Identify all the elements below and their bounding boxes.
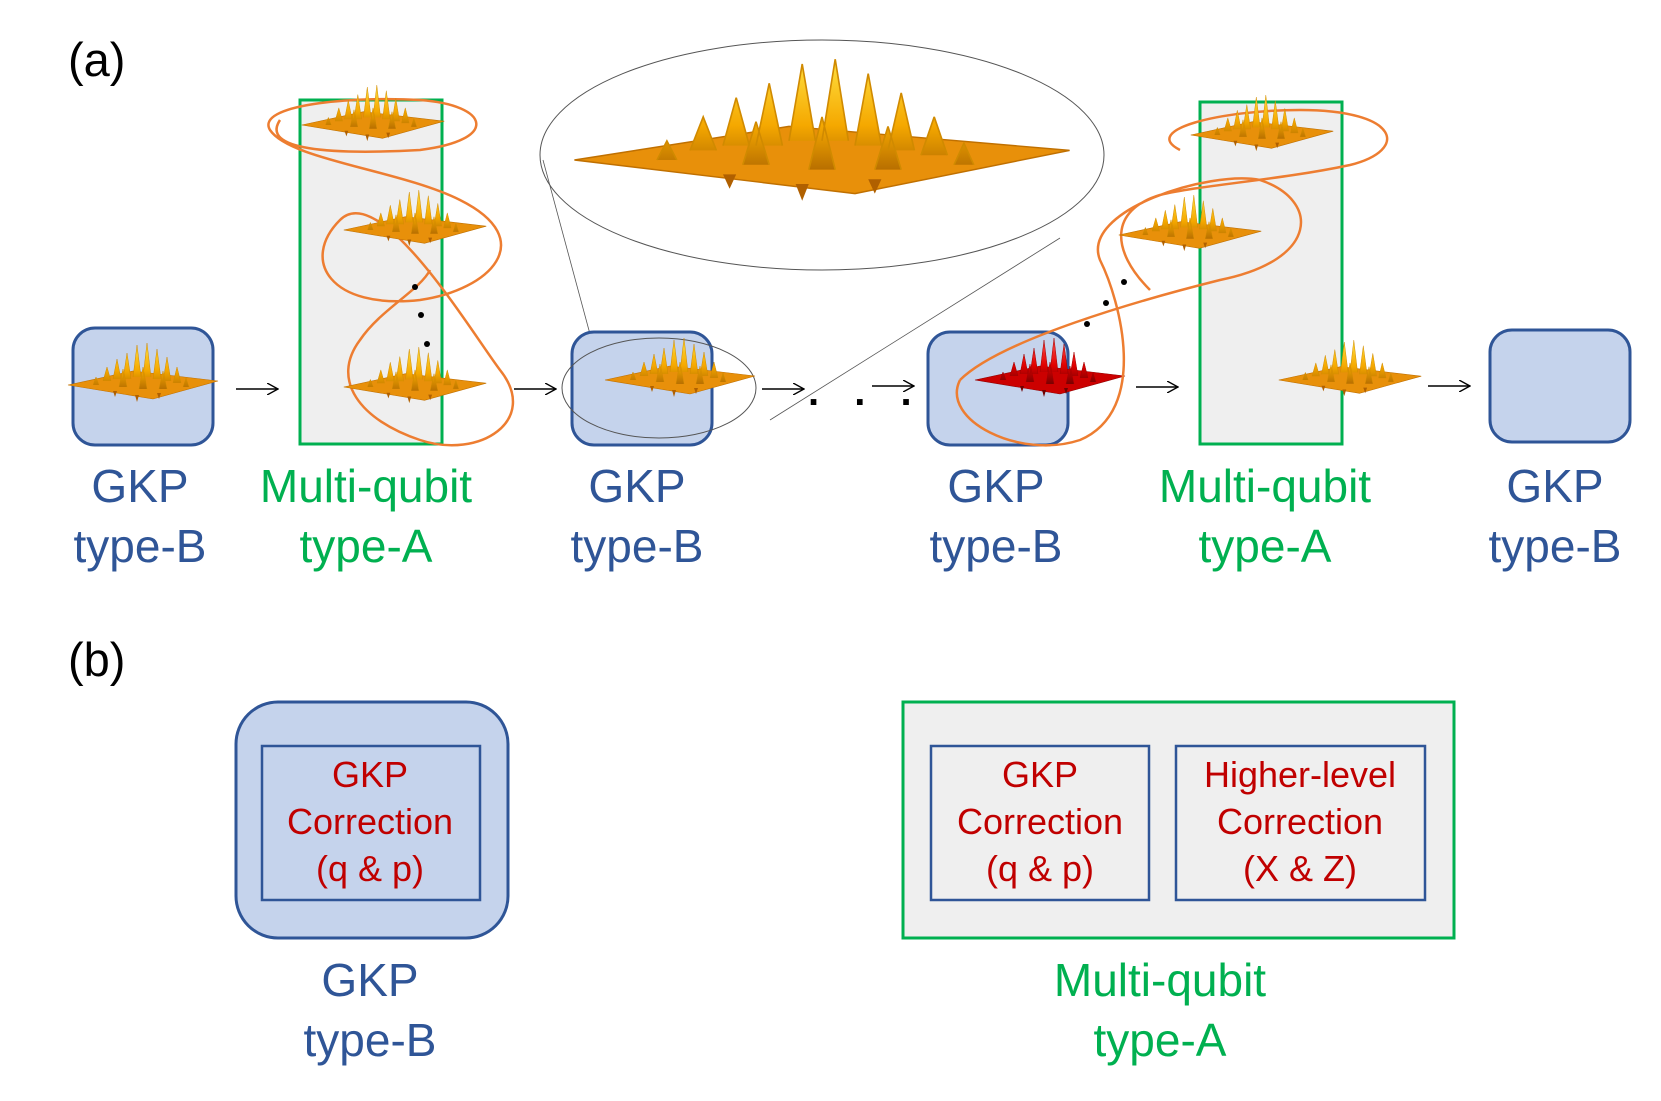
stage-5-line2: type-A <box>1199 520 1332 572</box>
higher-level-correction-line1: Higher-level <box>1204 754 1396 795</box>
stage-2-line2: type-A <box>300 520 433 572</box>
stage-6-line2: type-B <box>1489 520 1622 572</box>
ellipsis-dot <box>1103 300 1109 306</box>
stage-3-line1: GKP <box>588 460 685 512</box>
stage-multi-2: Multi-qubit type-A <box>955 94 1422 572</box>
stage-4-line2: type-B <box>930 520 1063 572</box>
gkp-block-line1: GKP <box>321 954 418 1006</box>
multi-gkp-correction-line2: Correction <box>957 801 1123 842</box>
stage-gkp-2: GKP type-B <box>561 330 757 572</box>
gkp-correction-line1: GKP <box>332 754 408 795</box>
magnifier <box>539 39 1105 421</box>
chain-ellipsis: . . . <box>808 370 924 414</box>
gkp-type-b-detail: GKP Correction (q & p) GKP type-B <box>234 700 510 1066</box>
higher-level-correction-line2: Correction <box>1217 801 1383 842</box>
ellipsis-dot <box>1084 321 1090 327</box>
stage-multi-1: Multi-qubit type-A <box>260 84 515 572</box>
stage-6-line1: GKP <box>1506 460 1603 512</box>
stage-gkp-1: GKP type-B <box>67 326 219 572</box>
stage-gkp-4: GKP type-B <box>1488 328 1632 572</box>
stage-1-line1: GKP <box>91 460 188 512</box>
stage-5-line1: Multi-qubit <box>1159 460 1371 512</box>
gkp-block-line2: type-B <box>304 1014 437 1066</box>
panel-a-label: (a) <box>68 33 125 86</box>
ellipsis-dot <box>418 312 424 318</box>
stage-4-line1: GKP <box>947 460 1044 512</box>
multi-qubit-type-a-detail: GKP Correction (q & p) Higher-level Corr… <box>901 700 1456 1066</box>
stage-2-line1: Multi-qubit <box>260 460 472 512</box>
higher-level-correction-line3: (X & Z) <box>1243 848 1357 889</box>
multi-block-line2: type-A <box>1094 1014 1227 1066</box>
stage-1-line2: type-B <box>74 520 207 572</box>
gkp-correction-line3: (q & p) <box>316 848 424 889</box>
multi-gkp-correction-line1: GKP <box>1002 754 1078 795</box>
stage-3-line2: type-B <box>571 520 704 572</box>
entanglement-curve <box>267 97 515 447</box>
multi-block-line1: Multi-qubit <box>1054 954 1266 1006</box>
ellipsis-dot <box>1121 279 1127 285</box>
ellipsis-dot <box>412 284 418 290</box>
multi-gkp-correction-line3: (q & p) <box>986 848 1094 889</box>
panel-b-label: (b) <box>68 633 125 686</box>
entanglement-curve <box>955 108 1389 447</box>
gkp-correction-line2: Correction <box>287 801 453 842</box>
ellipsis-dot <box>424 341 430 347</box>
stage-gkp-3: GKP type-B <box>926 330 1126 572</box>
